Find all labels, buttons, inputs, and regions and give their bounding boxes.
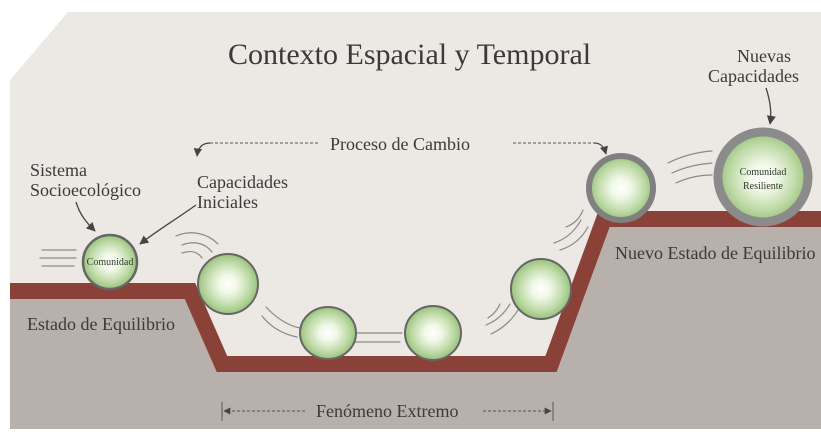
ground xyxy=(10,219,821,429)
ball-bottom-left xyxy=(299,306,357,360)
estado-de-equilibrio-label: Estado de Equilibrio xyxy=(27,314,175,334)
ball-resiliente-label-line1: Comunidad xyxy=(740,167,787,178)
fenomeno-extremo-label: Fenómeno Extremo xyxy=(316,401,458,421)
capacidades-iniciales-line1: Capacidades xyxy=(197,172,288,192)
ball-falling xyxy=(197,253,259,315)
diagram-title: Contexto Espacial y Temporal xyxy=(228,38,591,71)
ball-comunidad: Comunidad xyxy=(81,233,139,291)
nuevo-estado-de-equilibrio-label: Nuevo Estado de Equilibrio xyxy=(615,243,815,263)
ball-resiliente-label-line2: Resiliente xyxy=(743,181,784,192)
ball-arriving xyxy=(586,153,656,223)
nuevas-capacidades-arrow xyxy=(765,87,776,125)
ball-bottom-right xyxy=(404,305,462,361)
capacidades-iniciales-line2: Iniciales xyxy=(197,192,258,212)
proceso-de-cambio-label: Proceso de Cambio xyxy=(330,134,470,154)
ball-rising xyxy=(510,258,572,320)
terrain-line xyxy=(10,211,821,372)
nuevas-capacidades-line1: Nuevas xyxy=(737,46,791,66)
nuevas-capacidades-line2: Capacidades xyxy=(708,66,799,86)
sistema-label-line1: Sistema xyxy=(30,160,87,180)
ball-comunidad-label: Comunidad xyxy=(87,257,134,268)
sistema-arrow xyxy=(75,201,96,232)
capacidades-iniciales-arrow xyxy=(139,204,197,245)
ball-comunidad-resiliente: Comunidad Resiliente xyxy=(713,127,813,227)
motion-lines xyxy=(39,150,713,343)
proceso-arrow-left-head xyxy=(193,142,211,157)
proceso-arrow-right-head xyxy=(593,142,608,155)
sistema-label-line2: Socioecológico xyxy=(30,180,141,200)
